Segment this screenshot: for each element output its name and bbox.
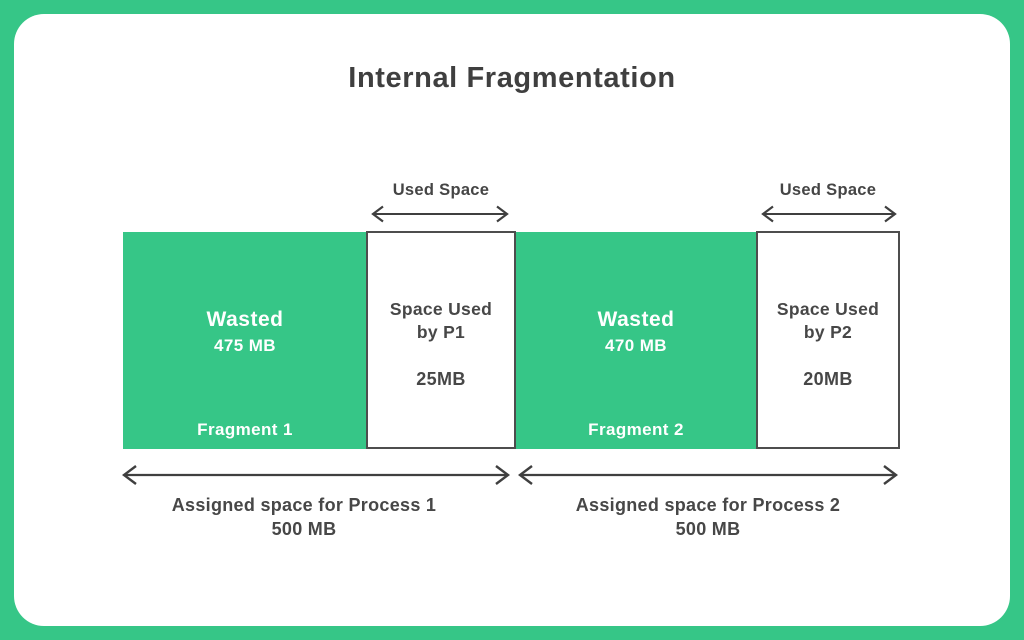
diagram-title: Internal Fragmentation [348, 62, 676, 94]
process2-used-amount: 20MB [803, 369, 853, 389]
used-space-label-p1: Used Space [392, 181, 490, 199]
process1-used-line2: by P1 [416, 322, 466, 342]
process1-used-amount: 25MB [416, 369, 466, 389]
assigned-label-p2: Assigned space for Process 2 500 MB [516, 493, 900, 541]
fragment1-wasted-block: Wasted 475 MB Fragment 1 [123, 232, 367, 449]
assigned-space-arrow-p2 [518, 465, 898, 485]
assigned-amount-p2: 500 MB [675, 519, 741, 539]
process2-used-line1: Space Used [776, 299, 880, 319]
fragment2-wasted-block: Wasted 470 MB Fragment 2 [516, 232, 756, 449]
fragment2-wasted-title: Wasted [597, 308, 675, 331]
assigned-space-arrow-p1 [122, 465, 510, 485]
assigned-text-p1: Assigned space for Process 1 [171, 495, 437, 515]
fragment2-name: Fragment 2 [588, 420, 684, 439]
fragment1-name: Fragment 1 [197, 420, 293, 439]
process1-used-line1: Space Used [389, 299, 493, 319]
assigned-label-p1: Assigned space for Process 1 500 MB [108, 493, 500, 541]
process1-used-block: Space Used by P1 25MB [366, 231, 516, 449]
used-space-arrow-p2 [761, 205, 897, 223]
assigned-amount-p1: 500 MB [271, 519, 337, 539]
process2-used-line2: by P2 [803, 322, 853, 342]
fragment1-wasted-title: Wasted [206, 308, 284, 331]
used-space-label-p2: Used Space [779, 181, 877, 199]
process2-used-block: Space Used by P2 20MB [756, 231, 900, 449]
fragment2-wasted-amount: 470 MB [605, 336, 667, 355]
used-space-arrow-p1 [371, 205, 509, 223]
assigned-text-p2: Assigned space for Process 2 [575, 495, 841, 515]
fragment1-wasted-amount: 475 MB [214, 336, 276, 355]
